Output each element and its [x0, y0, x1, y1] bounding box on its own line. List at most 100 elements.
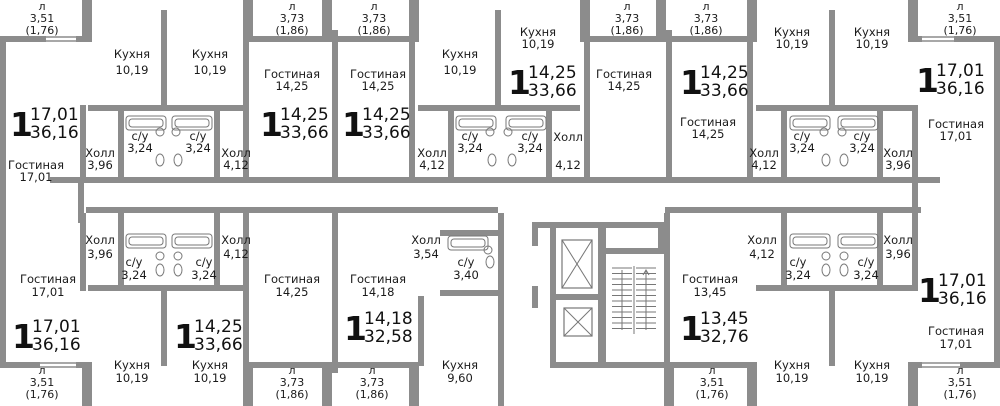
wall-bottom-6: [322, 362, 332, 406]
toilet-icon: [155, 263, 165, 277]
balcony-label: л: [956, 0, 963, 13]
wall-core-bottom: [556, 362, 664, 368]
apartment-badges: 1 17,01 36,16 1 14,25 33,66 1 14,25 33,6…: [10, 61, 987, 356]
wall-bpart-1: [161, 291, 167, 366]
room-area: 3,24: [853, 268, 879, 282]
wall-top-12: [960, 36, 1000, 42]
room-label: Гостиная: [20, 272, 76, 286]
lift-1-icon: [561, 239, 593, 289]
bathtub-inner-icon: [128, 236, 164, 246]
wall-top-3: [82, 0, 92, 42]
room-area: 3,24: [121, 268, 147, 282]
wall-ledge-1: [40, 36, 46, 42]
wall-wet-4: [496, 105, 580, 111]
apartment-badge: 1 14,25 33,66: [174, 317, 243, 356]
apartment-rooms: 1: [12, 317, 35, 356]
room-label: с/у: [131, 129, 148, 143]
room-label: Холл: [883, 146, 913, 160]
balcony-reduced-area: (1,76): [943, 388, 976, 401]
apartment-badge: 1 17,01 36,16: [12, 317, 81, 356]
room-area: 3,96: [885, 158, 911, 172]
sink-icon: [837, 127, 847, 137]
apartment-rooms: 1: [680, 63, 703, 102]
wall-top-8: [656, 0, 666, 42]
room-area: 13,45: [694, 285, 727, 299]
balcony-label: л: [708, 364, 715, 377]
room-label: Кухня: [854, 25, 890, 39]
balcony-area: 3,51: [30, 12, 55, 25]
lift-2-icon: [563, 307, 593, 337]
room-area: 10,19: [444, 63, 477, 77]
room-area: 3,40: [453, 268, 479, 282]
room-area: 10,19: [776, 37, 809, 51]
room-label: с/у: [857, 255, 874, 269]
room-area: 9,60: [447, 371, 473, 385]
wall-part-3: [829, 10, 835, 105]
wall-top-9: [747, 0, 757, 42]
balcony-reduced-area: (1,76): [943, 24, 976, 37]
balcony-label: л: [623, 0, 630, 13]
room-area: 4,12: [223, 158, 249, 172]
balcony-area: 3,73: [615, 12, 640, 25]
wall-core-stair-top: [606, 248, 664, 254]
sanitary-fixtures: [125, 115, 879, 277]
room-area: 4,12: [749, 247, 775, 261]
apartment-total-area: 36,16: [938, 289, 987, 309]
balcony-area: 3,73: [362, 12, 387, 25]
wall-wet-1: [88, 105, 166, 111]
sink-icon: [155, 251, 165, 261]
room-label: с/у: [457, 255, 474, 269]
wall-bwet-1: [118, 213, 124, 285]
balcony-area: 3,51: [948, 376, 973, 389]
room-label: Гостиная: [682, 272, 738, 286]
sink-icon: [503, 127, 513, 137]
wall-bhall-4: [664, 213, 670, 373]
room-area: 14,18: [362, 285, 395, 299]
room-area: 3,24: [785, 268, 811, 282]
apartment-total-area: 33,66: [362, 123, 411, 143]
room-label: Холл: [417, 146, 447, 160]
room-label: Кухня: [192, 47, 228, 61]
room-area: 3,24: [517, 141, 543, 155]
room-area: 4,12: [751, 158, 777, 172]
wall-hall-5: [584, 30, 590, 177]
room-label: Кухня: [774, 358, 810, 372]
wall-bwet-5: [88, 285, 244, 291]
toilet-icon: [839, 153, 849, 167]
apartment-rooms: 1: [916, 61, 939, 100]
sink-icon: [173, 251, 183, 261]
wall-core-top: [532, 222, 664, 228]
room-label: Кухня: [442, 358, 478, 372]
balcony-reduced-area: (1,86): [689, 24, 722, 37]
lift-2-cross-b: [563, 307, 593, 337]
balcony-label: л: [370, 0, 377, 13]
room-label: Гостиная: [350, 272, 406, 286]
room-area: 3,24: [185, 141, 211, 155]
apartment-living-area: 14,25: [700, 63, 749, 83]
wall-outer-right-top: [994, 40, 1000, 206]
sink-icon: [171, 127, 181, 137]
toilet-icon: [173, 263, 183, 277]
room-area: 17,01: [20, 170, 53, 184]
room-label: Холл: [85, 233, 115, 247]
wall-bottom-13: [908, 362, 918, 406]
room-label: Холл: [221, 146, 251, 160]
balcony-labels: л 3,51 (1,76) л 3,73 (1,86) л 3,73 (1,86…: [25, 0, 976, 401]
wall-wet-2: [166, 105, 244, 111]
apartment-badge: 1 13,45 32,76: [680, 309, 749, 348]
bathtub-inner-icon: [792, 118, 828, 128]
room-area: 14,25: [276, 285, 309, 299]
bathtub-icon: [505, 115, 547, 131]
wall-loggia-2: [332, 36, 409, 42]
wall-bpart-2: [829, 291, 835, 366]
room-label: Кухня: [114, 358, 150, 372]
wall-hall-1: [80, 105, 86, 177]
room-label: с/у: [461, 129, 478, 143]
wall-bottom-9: [498, 296, 504, 406]
bathtub-icon: [455, 115, 497, 131]
room-label: Холл: [411, 233, 441, 247]
room-labels: Кухня 10,19 Кухня 10,19 Кухня 10,19 Кухн…: [8, 25, 984, 385]
wall-bwet-3: [781, 213, 787, 285]
balcony-reduced-area: (1,86): [355, 388, 388, 401]
